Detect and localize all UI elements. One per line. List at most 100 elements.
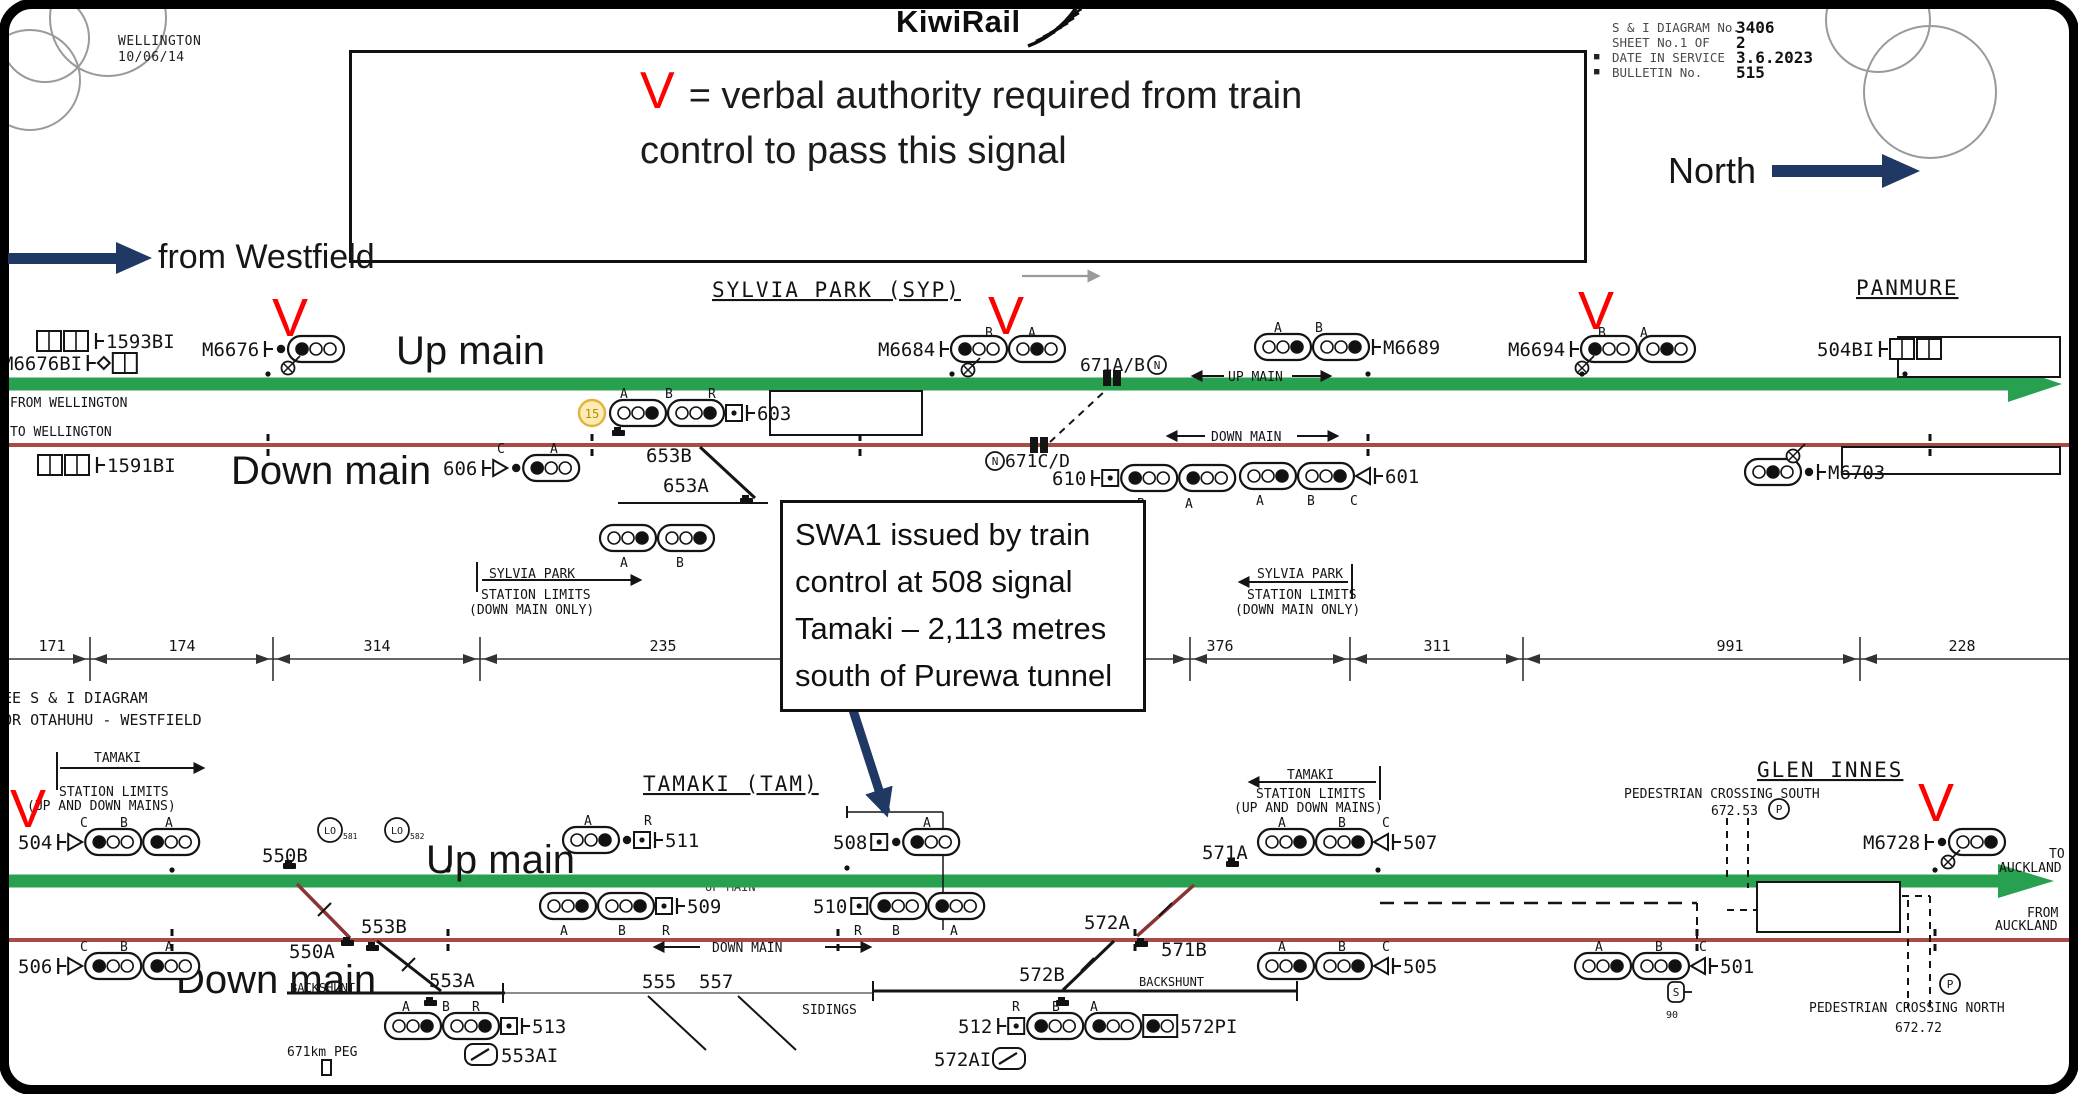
diagram-label: DOWN MAIN xyxy=(712,941,782,956)
from-westfield-indicator: from Westfield xyxy=(8,238,375,277)
diagram-shape xyxy=(617,406,631,420)
diagram-label: FROM WELLINGTON xyxy=(10,396,127,411)
diagram-shape xyxy=(1133,944,1137,951)
diagram-shape xyxy=(1353,466,1371,486)
diagram-shape xyxy=(1654,959,1668,973)
diagram-shape xyxy=(1276,340,1290,354)
diagram-shape xyxy=(483,654,497,664)
diagram-shape xyxy=(558,461,573,475)
diagram-shape xyxy=(590,434,594,441)
signal-601: 601 xyxy=(1238,461,1419,491)
diagram-shape xyxy=(285,860,292,863)
diagram-label: 603 xyxy=(757,403,791,425)
diagram-label: 1593BI xyxy=(106,331,175,353)
diagram-shape xyxy=(1596,959,1610,973)
diagram-label: R xyxy=(644,814,652,829)
diagram-shape xyxy=(848,708,893,818)
diagram-shape xyxy=(164,959,178,973)
diagram-shape xyxy=(1320,340,1334,354)
diagram-shape xyxy=(1061,939,1116,992)
diagram-shape xyxy=(1943,857,1953,867)
diagram-shape xyxy=(150,835,164,849)
diagram-label: A xyxy=(1185,497,1193,512)
diagram-shape xyxy=(424,1000,437,1006)
diagram-shape xyxy=(858,434,862,441)
diagram-shape xyxy=(309,342,323,356)
diagram-shape xyxy=(910,835,925,849)
diagram-label: TO xyxy=(2049,847,2065,862)
sandi-row-value: 515 xyxy=(1736,63,1765,82)
diagram-label: 314 xyxy=(363,637,390,655)
diagram-label: 672.53 xyxy=(1711,804,1758,819)
sandi-row-value: 3406 xyxy=(1736,18,1775,37)
diagram-shape xyxy=(1334,340,1348,354)
diagram-label: 653B xyxy=(646,445,692,467)
diagram-label: B xyxy=(1655,940,1663,955)
diagram-shape xyxy=(106,835,120,849)
diagram-label: B xyxy=(120,940,128,955)
diagram-shape xyxy=(1173,654,1187,664)
diagram-label: SYLVIA PARK xyxy=(1257,567,1343,582)
diagram-shape xyxy=(856,903,862,909)
diagram-label: 376 xyxy=(1206,637,1233,655)
diagram-label: B xyxy=(1338,816,1346,831)
diagram-shape xyxy=(963,365,973,375)
diagram-label: SYLVIA PARK xyxy=(489,567,575,582)
diagram-label: C xyxy=(1382,940,1390,955)
diagram-shape xyxy=(844,865,850,871)
diagram-shape xyxy=(283,363,293,373)
diagram-label: 572B xyxy=(1019,964,1065,986)
signal-504: 504 xyxy=(18,827,201,857)
diagram-label: A xyxy=(1278,940,1286,955)
diagram-shape xyxy=(67,832,85,852)
diagram-shape xyxy=(323,342,337,356)
sandi-diagram-info: S & I DIAGRAM No. 3406 SHEET No.1 OF 2 ■… xyxy=(1594,18,1813,82)
diagram-shape xyxy=(446,944,450,951)
diagram-label: 601 xyxy=(1385,466,1419,488)
diagram-label: 1591BI xyxy=(107,455,176,477)
diagram-shape xyxy=(621,531,635,545)
corner-decoration xyxy=(0,0,1997,159)
diagram-label: 672.72 xyxy=(1895,1021,1942,1036)
diagram-shape xyxy=(1688,956,1706,976)
diagram-shape xyxy=(1319,469,1333,483)
diagram-shape xyxy=(1049,389,1107,443)
diagram-shape xyxy=(590,449,594,456)
verbal-authority-legend-box: V = verbal authority required from train… xyxy=(349,50,1587,263)
diagram-shape xyxy=(506,1023,512,1029)
diagram-shape xyxy=(1586,355,1595,364)
diagram-shape xyxy=(1371,956,1389,976)
diagram-label: 171 xyxy=(38,637,65,655)
diagram-label: AUCKLAND xyxy=(1999,861,2062,876)
diagram-shape xyxy=(905,899,920,913)
diagram-label: P xyxy=(1947,978,1954,991)
diagram-shape xyxy=(633,899,647,913)
diagram-shape xyxy=(972,357,981,366)
diagram-shape xyxy=(1226,861,1239,867)
diagram-label: C xyxy=(1350,494,1358,509)
fern-icon xyxy=(1026,7,1082,48)
bullet xyxy=(1594,35,1610,50)
diagram-shape xyxy=(478,1019,492,1033)
diagram-label: 311 xyxy=(1423,637,1450,655)
signal-M6676: M6676 xyxy=(202,334,346,376)
diagram-shape xyxy=(1582,959,1596,973)
diagram-label: B xyxy=(1052,1000,1060,1015)
diagram-label: C xyxy=(497,442,505,457)
diagram-shape xyxy=(607,531,621,545)
diagram-shape xyxy=(1668,959,1682,973)
diagram-shape xyxy=(1193,654,1207,664)
diagram-shape xyxy=(1228,858,1235,861)
legend-line-2: control to pass this signal xyxy=(640,130,1067,173)
diagram-label: TAMAKI xyxy=(94,751,141,766)
diagram-label: B xyxy=(892,924,900,939)
diagram-shape xyxy=(1103,370,1111,386)
diagram-label: M6689 xyxy=(1383,337,1440,359)
diagram-label: (UP AND DOWN MAINS) xyxy=(27,799,176,814)
diagram-label: PEDESTRIAN CROSSING NORTH xyxy=(1809,1001,2005,1016)
diagram-shape xyxy=(93,654,107,664)
diagram-shape xyxy=(1293,959,1307,973)
diagram-shape xyxy=(1133,929,1137,936)
diagram-shape xyxy=(1333,654,1347,664)
